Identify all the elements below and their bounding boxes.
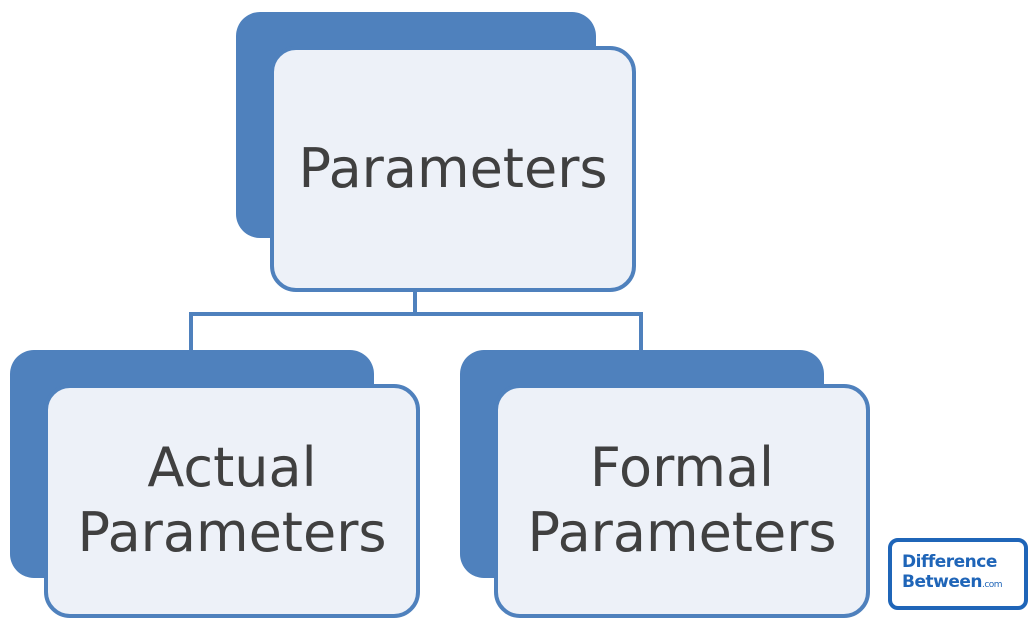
connector-trunk — [413, 280, 417, 314]
logo-word2: Between.com — [902, 572, 1003, 592]
node-label-line2: Parameters — [527, 501, 837, 564]
connector-right — [639, 312, 643, 384]
node-card: Parameters — [270, 46, 636, 292]
node-card: Actual Parameters — [44, 384, 420, 618]
node-label-line1: Formal — [589, 436, 775, 500]
connector-horizontal — [189, 312, 643, 316]
node-label-line1: Actual — [147, 436, 317, 500]
logo-word2-text: Between — [902, 572, 982, 592]
differencebetween-logo: Difference Between.com — [888, 538, 1028, 610]
node-label-line2: Parameters — [77, 501, 387, 564]
connector-left — [189, 312, 193, 384]
node-card: Formal Parameters — [494, 384, 870, 618]
node-label: Parameters — [298, 136, 608, 200]
logo-suffix: .com — [981, 580, 1003, 590]
logo-word1: Difference — [902, 552, 997, 572]
